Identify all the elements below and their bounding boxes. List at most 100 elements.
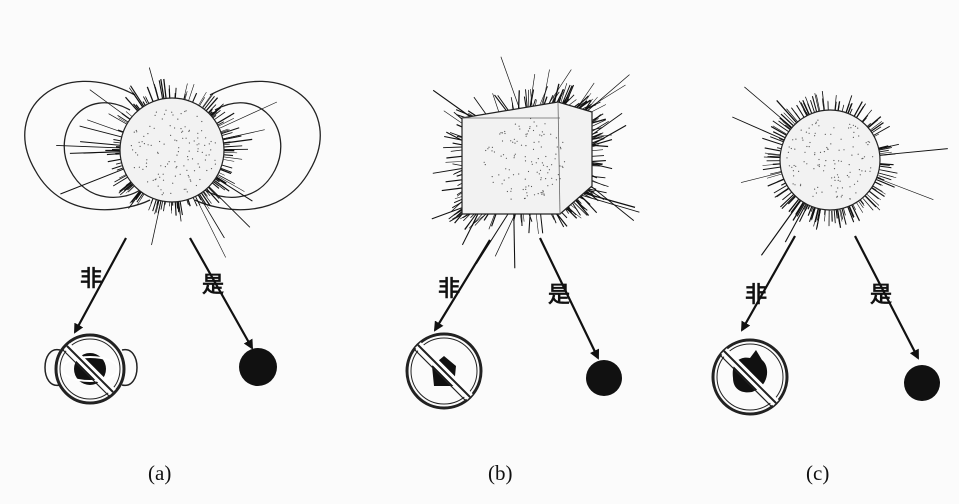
stipple-dot: [869, 170, 871, 172]
stipple-dot: [492, 181, 494, 183]
stipple-dot: [817, 119, 819, 121]
stipple-dot: [554, 158, 556, 160]
stipple-dot: [545, 155, 547, 158]
stipple-dot: [504, 130, 506, 133]
stipple-dot: [139, 145, 141, 147]
hair-stroke: [529, 74, 536, 107]
stipple-dot: [190, 180, 192, 182]
hair-stroke: [586, 96, 598, 111]
hair-stroke: [432, 89, 471, 118]
hair-stroke: [786, 108, 800, 124]
hair-stroke: [125, 96, 140, 113]
stipple-dot: [818, 165, 820, 168]
hair-stroke: [879, 149, 889, 153]
stipple-dot: [143, 143, 145, 145]
stipple-dot: [162, 179, 165, 181]
stipple-dot: [533, 121, 535, 123]
hair-stroke: [211, 109, 221, 118]
stipple-dot: [808, 132, 810, 134]
stipple-dot: [499, 133, 501, 135]
caption-b: (b): [488, 461, 513, 485]
hair-stroke: [456, 124, 463, 128]
hair-stroke: [168, 85, 171, 99]
stipple-dot: [152, 179, 154, 181]
stipple-dot: [872, 156, 874, 158]
hair-stroke: [200, 192, 211, 207]
hair-stroke: [203, 96, 215, 111]
stipple-dot: [862, 157, 864, 159]
stipple-dot: [191, 158, 194, 160]
stipple-dot: [836, 174, 839, 176]
hair-stroke: [591, 112, 623, 136]
stipple-dot: [815, 192, 818, 194]
hair-stroke: [875, 178, 895, 188]
hair-stroke: [215, 174, 245, 192]
hair-stroke: [513, 213, 516, 269]
stipple-dot: [541, 193, 543, 195]
stipple-dot: [183, 165, 185, 167]
stipple-dot: [813, 168, 815, 170]
hair-stroke: [877, 177, 885, 181]
hair-stroke: [87, 119, 125, 134]
panel-b: 非 是 (b): [405, 56, 640, 485]
hair-stroke: [140, 194, 145, 199]
hair-stroke: [79, 125, 125, 139]
hair-stroke: [764, 152, 781, 156]
stipple-dot: [137, 154, 139, 156]
stipple-dot: [187, 159, 189, 161]
stipple-dot: [506, 190, 508, 193]
stipple-dot: [799, 185, 802, 187]
stipple-dot: [157, 151, 159, 153]
hair-stroke: [764, 147, 781, 152]
hair-stroke: [776, 99, 798, 124]
stipple-dot: [505, 168, 507, 170]
stipple-dot: [840, 160, 842, 162]
stipple-dot: [510, 190, 512, 192]
stipple-dot: [852, 136, 855, 138]
no-label-b: 非: [438, 277, 460, 302]
hair-stroke: [766, 173, 784, 179]
stipple-dot: [850, 127, 852, 129]
hair-stroke: [468, 112, 474, 117]
stipple-dot: [526, 195, 528, 197]
stipple-dot: [513, 138, 516, 140]
stipple-dot: [792, 183, 794, 185]
stipple-dot: [138, 166, 140, 168]
stipple-dot: [204, 159, 206, 161]
hair-stroke: [148, 67, 160, 103]
stipple-dot: [147, 133, 149, 135]
stipple-dot: [133, 131, 135, 133]
stipple-dot: [525, 135, 527, 137]
stipple-dot: [531, 161, 533, 163]
hair-stroke: [591, 163, 613, 170]
stipple-dot: [551, 183, 554, 185]
stipple-dot: [857, 127, 859, 129]
hair-stroke: [535, 213, 539, 234]
stipple-dot: [181, 131, 183, 133]
stipple-dot: [821, 191, 823, 193]
stipple-dot: [539, 169, 542, 171]
stipple-dot: [157, 185, 159, 187]
hair-stroke: [453, 198, 463, 204]
stipple-dot: [154, 114, 156, 116]
stipple-dot: [136, 131, 138, 133]
hair-stroke: [540, 213, 544, 234]
hair-stroke: [877, 177, 934, 200]
stipple-dot: [525, 145, 527, 147]
hair-stroke: [223, 156, 243, 160]
hair-stroke: [848, 204, 855, 218]
stipple-dot: [560, 148, 562, 150]
hair-stroke: [192, 92, 198, 103]
hair-stroke: [570, 204, 578, 210]
no-label-a: 非: [80, 267, 102, 292]
hair-stroke: [454, 196, 463, 199]
stipple-dot: [855, 192, 857, 194]
stipple-dot: [164, 166, 166, 168]
hair-stroke: [443, 110, 463, 124]
hair-stroke: [847, 204, 854, 218]
hair-stroke: [770, 136, 785, 143]
hair-stroke: [163, 78, 167, 99]
stipple-dot: [814, 135, 816, 137]
stipple-dot: [183, 188, 185, 190]
stipple-dot: [795, 138, 797, 140]
